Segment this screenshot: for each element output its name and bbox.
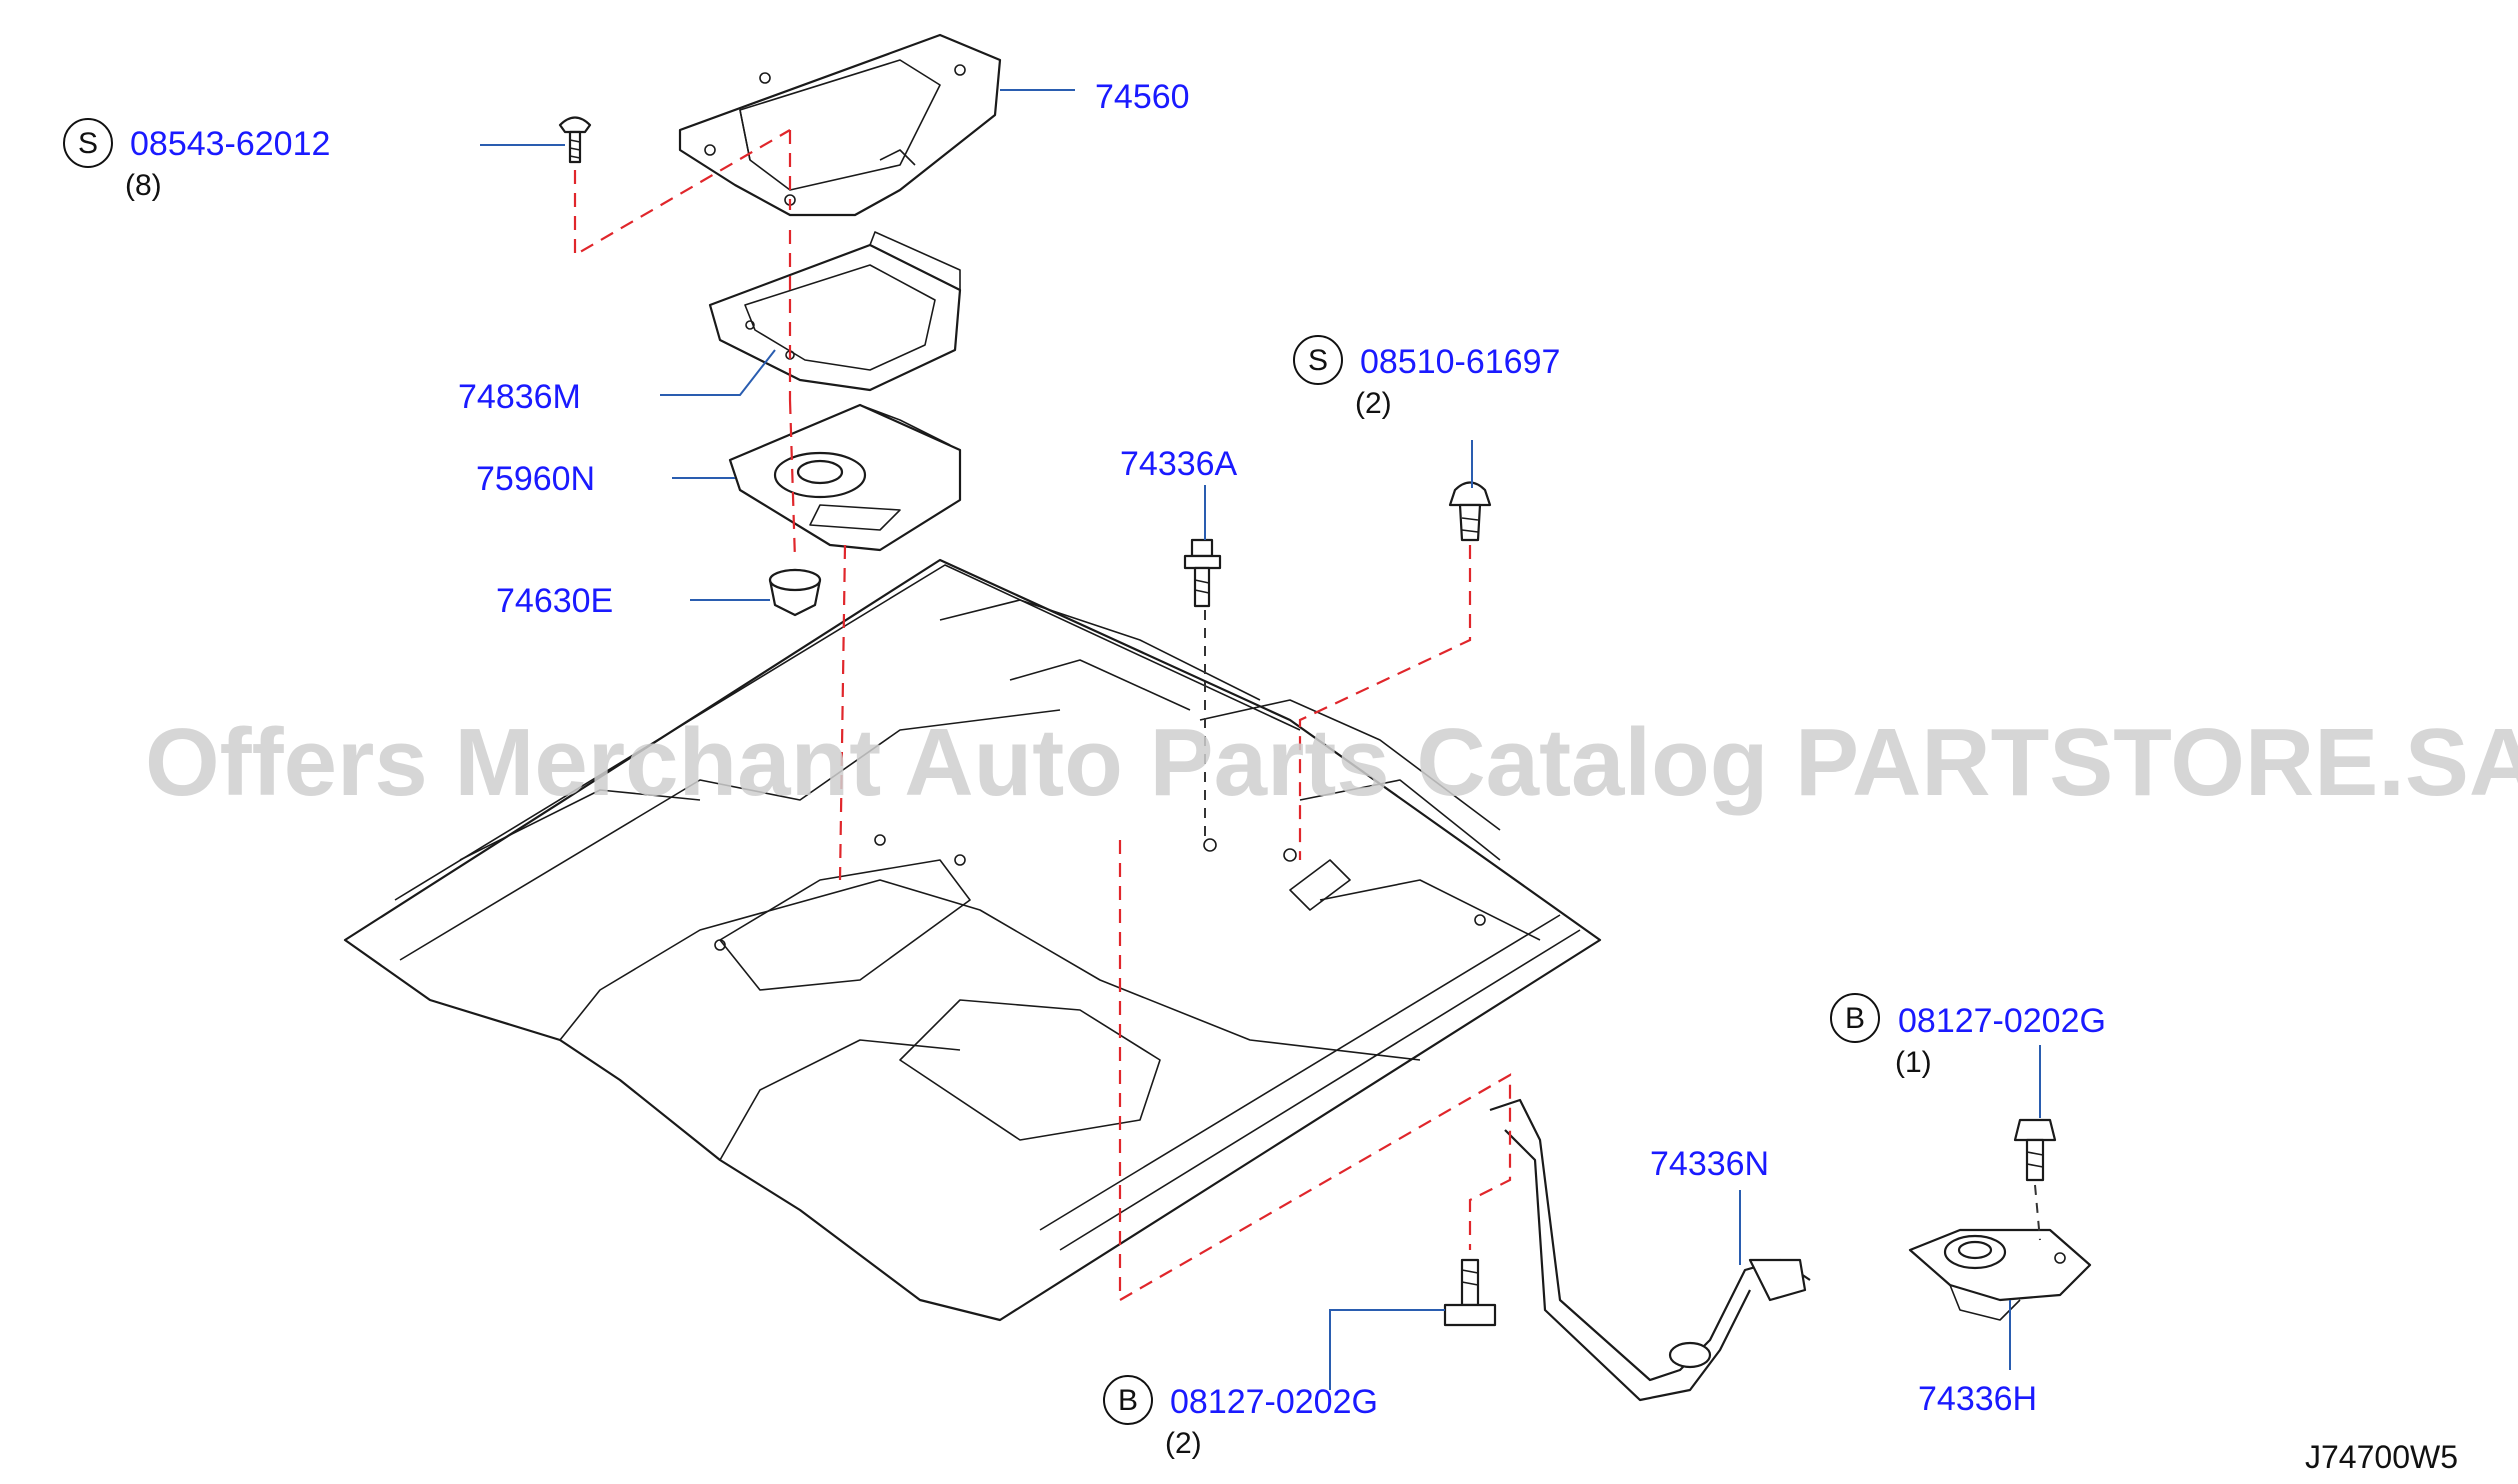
callout-74336A[interactable]: 74336A: [1120, 445, 1238, 483]
callout-prefix: S: [78, 127, 98, 160]
callout-prefix: S: [1308, 344, 1328, 377]
callout-74336N[interactable]: 74336N: [1650, 1145, 1769, 1183]
part-number[interactable]: 74336N: [1650, 1145, 1769, 1183]
callout-08510-61697[interactable]: S 08510-61697 (2): [1293, 335, 1560, 420]
part-number[interactable]: 74836M: [458, 378, 581, 416]
callout-74336H[interactable]: 74336H: [1918, 1380, 2037, 1418]
diagram-code: J74700W5: [2305, 1439, 2458, 1475]
part-number[interactable]: 08510-61697: [1360, 343, 1560, 381]
gasket-74836M-illustration: [708, 231, 962, 392]
part-number[interactable]: 08127-0202G: [1170, 1383, 1378, 1421]
quantity: (2): [1165, 1427, 1202, 1460]
grommet-74630E-illustration: [768, 568, 822, 617]
part-number[interactable]: 74560: [1095, 78, 1190, 116]
cover-panel-74560-illustration: [678, 33, 1002, 217]
callout-08127-0202G-bottom[interactable]: B 08127-0202G (2): [1103, 1375, 1378, 1460]
floor-panel-illustration: [343, 558, 1602, 1322]
quantity: (8): [125, 169, 162, 202]
boot-75960N-illustration: [728, 403, 962, 552]
callout-74836M[interactable]: 74836M: [458, 378, 581, 416]
part-number[interactable]: 08127-0202G: [1898, 1002, 2106, 1040]
part-number[interactable]: 74336A: [1120, 445, 1238, 483]
watermark-text: Offers Merchant Auto Parts Catalog PARTS…: [145, 709, 2518, 816]
callout-prefix: B: [1118, 1384, 1138, 1417]
callout-74630E[interactable]: 74630E: [496, 582, 613, 620]
bracket-74336H-illustration: [1908, 1228, 2092, 1321]
leader-lines: [480, 89, 2041, 1390]
callout-08543-62012[interactable]: S 08543-62012 (8): [63, 118, 330, 202]
s-circle-icon: [63, 118, 113, 168]
quantity: (1): [1895, 1046, 1932, 1079]
part-number[interactable]: 08543-62012: [130, 125, 330, 163]
bracket-74336N-illustration: [1489, 1098, 1811, 1402]
callout-08127-0202G-top[interactable]: B 08127-0202G (1): [1830, 993, 2106, 1079]
s-circle-icon: [1293, 335, 1343, 385]
callout-74560[interactable]: 74560: [1095, 78, 1190, 116]
b-circle-icon: [1830, 993, 1880, 1043]
screw-08543-illustration: [558, 116, 592, 164]
alignment-lines: [573, 129, 2041, 1302]
part-number[interactable]: 74336H: [1918, 1380, 2037, 1418]
bolt-08127-top-illustration: [2013, 1118, 2057, 1182]
part-number[interactable]: 74630E: [496, 582, 613, 620]
quantity: (2): [1355, 387, 1392, 420]
callout-prefix: B: [1845, 1002, 1865, 1035]
clip-08510-illustration: [1448, 481, 1492, 542]
bolt-74336A-illustration: [1183, 538, 1222, 608]
bolt-08127-bottom-illustration: [1443, 1258, 1497, 1327]
b-circle-icon: [1103, 1375, 1153, 1425]
callout-75960N[interactable]: 75960N: [476, 460, 595, 498]
part-number[interactable]: 75960N: [476, 460, 595, 498]
